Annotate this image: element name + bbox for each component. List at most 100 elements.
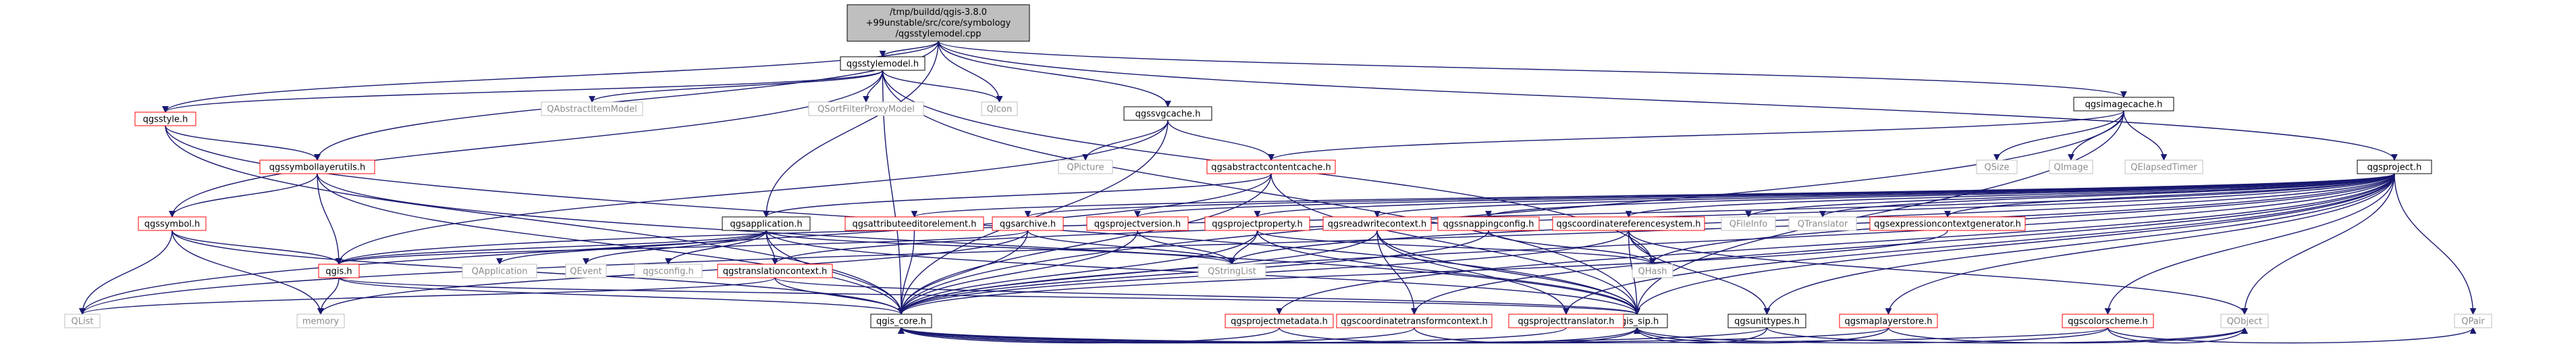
node-qtranslator: QTranslator (1788, 216, 1857, 231)
node-qelapsedtimer: QElapsedTimer (2124, 159, 2203, 174)
node-qgsunittypes-h[interactable]: qgsunittypes.h (1727, 314, 1806, 328)
edge-qgssymbol_h-to-memory (171, 230, 324, 315)
edge-qgsproject_h-to-qgsmaplayerstore_h (1885, 173, 2395, 315)
node-qgsprojectproperty-h[interactable]: qgsprojectproperty.h (1204, 216, 1310, 231)
edge-qgssnappingconfig_h-to-qhash (1488, 230, 1656, 265)
node-label: QFileInfo (1729, 220, 1768, 230)
edge-qgssymbollayerutils_h-to-qgssymbol_h (169, 173, 318, 218)
edge-qgsreadwritecontext_h-to-qgsprojecttranslator_h (1376, 230, 1569, 315)
node-qgsproject-h[interactable]: qgsproject.h (2357, 159, 2432, 174)
edge-qgsstyle_h-to-qgssymbollayerutils_h (165, 125, 321, 161)
edge-qgssymbollayerutils_h-to-qgis_h (317, 173, 342, 265)
node-label: QList (72, 317, 94, 327)
edge-qgsproject_h-to-qgscolorscheme_h (2104, 173, 2395, 315)
edge-qgsimagecache_h-to-qgis_core_h (898, 110, 2124, 315)
node-qgssnappingconfig-h[interactable]: qgssnappingconfig.h (1437, 216, 1540, 231)
node-qstringlist: QStringList (1198, 264, 1266, 278)
node-label: memory (302, 317, 340, 327)
node-qgis-h[interactable]: qgis.h (318, 264, 360, 278)
edge-qgssymbol_h-to-qlist (79, 230, 173, 315)
node-label: qgsproject.h (2367, 163, 2422, 173)
node-label: qgscoordinatereferencesystem.h (1556, 220, 1700, 230)
node-qgsstylemodel-h[interactable]: qgsstylemodel.h (840, 56, 925, 71)
edge-qgis_h-to-qgis_core_h (338, 277, 905, 315)
edge-qgsattributeeditorelement_h-to-qgis_core_h (898, 230, 915, 315)
node-qgscoordinatereferencesystem-h[interactable]: qgscoordinatereferencesystem.h (1552, 216, 1705, 231)
root-label-line: /tmp/buildd/qgis-3.8.0 (890, 7, 987, 18)
node-label: qgsprojecttranslator.h (1518, 317, 1615, 327)
node-qgssvgcache-h[interactable]: qgssvgcache.h (1123, 106, 1212, 121)
edge-qgsproject_h-to-qtranslator (1819, 173, 2395, 218)
edge-qgsprojectversion_h-to-qgis_core_h (898, 230, 1138, 315)
node-qgsapplication-h[interactable]: qgsapplication.h (722, 216, 811, 231)
node-label: qgscolorscheme.h (2068, 317, 2147, 327)
node-qpicture: QPicture (1058, 159, 1113, 174)
edge-qgsstylemodel_h-to-qgsstyle_h (162, 70, 884, 113)
node-qgsarchive-h[interactable]: qgsarchive.h (992, 216, 1064, 231)
node-label: qgssvgcache.h (1135, 109, 1201, 120)
node-qgsattributeeditorelement-h[interactable]: qgsattributeeditorelement.h (844, 216, 984, 231)
edge-qgsapplication_h-to-qgsconfig_h (665, 230, 767, 265)
edge-qgsapplication_h-to-qapplication (496, 230, 767, 265)
node-label: qgsexpressioncontextgenerator.h (1874, 220, 2021, 230)
node-label: QEvent (570, 267, 601, 277)
node-qgscolorscheme-h[interactable]: qgscolorscheme.h (2062, 314, 2154, 328)
node-qgsprojecttranslator-h[interactable]: qgsprojecttranslator.h (1508, 314, 1624, 328)
node-label: QIcon (987, 105, 1012, 115)
edge-qgsstylemodel_h-to-qgssymbol_h (169, 70, 884, 218)
node-label: qgsprojectmetadata.h (1231, 317, 1328, 327)
node-root[interactable]: /tmp/buildd/qgis-3.8.0+99unstable/src/co… (847, 4, 1030, 42)
node-label: qgsconfig.h (643, 267, 693, 277)
node-qgsprojectmetadata-h[interactable]: qgsprojectmetadata.h (1225, 314, 1334, 328)
edge-root-to-qgsstylemodel_h (879, 41, 939, 57)
node-qgsexpressioncontextgenerator-h[interactable]: qgsexpressioncontextgenerator.h (1869, 216, 2026, 231)
node-qgsabstractcontentcache-h[interactable]: qgsabstractcontentcache.h (1206, 159, 1336, 174)
node-label: qgsstylemodel.h (847, 59, 919, 70)
dependency-edges (79, 41, 2477, 344)
node-label: QPicture (1067, 163, 1104, 173)
edge-qgsproject_h-to-qgsprojectmetadata_h (1276, 173, 2395, 315)
node-memory: memory (296, 314, 345, 328)
node-qgis-core-h[interactable]: qgis_core.h (870, 314, 932, 328)
node-label: qgsreadwritecontext.h (1328, 220, 1427, 230)
edge-qgstranslationcontext_h-to-qlist (79, 277, 776, 315)
node-qgssymbol-h[interactable]: qgssymbol.h (138, 216, 207, 231)
edge-qgscoordinatereferencesystem_h-to-qhash (1628, 230, 1656, 265)
node-qgscoordinatetransformcontext-h[interactable]: qgscoordinatetransformcontext.h (1336, 314, 1493, 328)
edge-qgsproject_h-to-qgsprojecttranslator_h (1563, 173, 2395, 315)
node-qgsprojectversion-h[interactable]: qgsprojectversion.h (1086, 216, 1189, 231)
node-label: qgssnappingconfig.h (1443, 220, 1534, 230)
node-qgstranslationcontext-h[interactable]: qgstranslationcontext.h (717, 264, 833, 278)
node-label: qgis_core.h (876, 317, 926, 327)
edge-qgsproject_h-to-qgscoordinatereferencesystem_h (1625, 173, 2395, 218)
edge-qgsunittypes_h-to-qobject (1766, 327, 2248, 344)
edge-qgsproject_h-to-qgis_sip_h (1634, 173, 2395, 315)
node-label: QPair (2461, 317, 2485, 327)
edge-qgsimagecache_h-to-qelapsedtimer (2123, 110, 2168, 161)
node-qgsstyle-h[interactable]: qgsstyle.h (134, 111, 196, 126)
edge-qgsprojectversion_h-to-qstringlist (1137, 230, 1235, 265)
edge-qgssvgcache_h-to-qpicture (1082, 120, 1169, 161)
dependency-nodes: /tmp/buildd/qgis-3.8.0+99unstable/src/co… (64, 4, 2492, 328)
edge-qgsproject_h-to-qgis_core_h (898, 173, 2395, 315)
edge-qgsabstractcontentcache_h-to-qgsapplication_h (763, 173, 1272, 218)
node-qhash: QHash (1632, 264, 1673, 278)
node-qabstractitemmodel: QAbstractItemModel (541, 101, 643, 116)
node-label: QAbstractItemModel (547, 105, 637, 115)
edge-qgscolorscheme_h-to-qgis_sip_h (1634, 327, 2109, 344)
node-qgssymbollayerutils-h[interactable]: qgssymbollayerutils.h (259, 159, 375, 174)
edge-qgstranslationcontext_h-to-qgis_core_h (774, 277, 905, 315)
node-label: qgscoordinatetransformcontext.h (1341, 317, 1488, 327)
edge-qgsarchive_h-to-qgis_h (336, 230, 1029, 265)
edge-qgsapplication_h-to-qstringlist (766, 230, 1235, 265)
node-label: QApplication (472, 267, 528, 277)
edge-qgsimagecache_h-to-qgsabstractcontentcache_h (1268, 110, 2124, 161)
node-label: qgsstyle.h (143, 115, 188, 125)
node-qgsmaplayerstore-h[interactable]: qgsmaplayerstore.h (1839, 314, 1938, 328)
edge-qgsmaplayerstore_h-to-qgis_sip_h (1634, 327, 1889, 344)
edge-qgsproject_h-to-qgsunittypes_h (1763, 173, 2395, 315)
node-qgsimagecache-h[interactable]: qgsimagecache.h (2073, 97, 2174, 111)
edge-qgsproject_h-to-qfileinfo (1745, 173, 2395, 218)
edge-qgsstylemodel_h-to-qicon (882, 70, 1003, 103)
node-qgsreadwritecontext-h[interactable]: qgsreadwritecontext.h (1322, 216, 1432, 231)
